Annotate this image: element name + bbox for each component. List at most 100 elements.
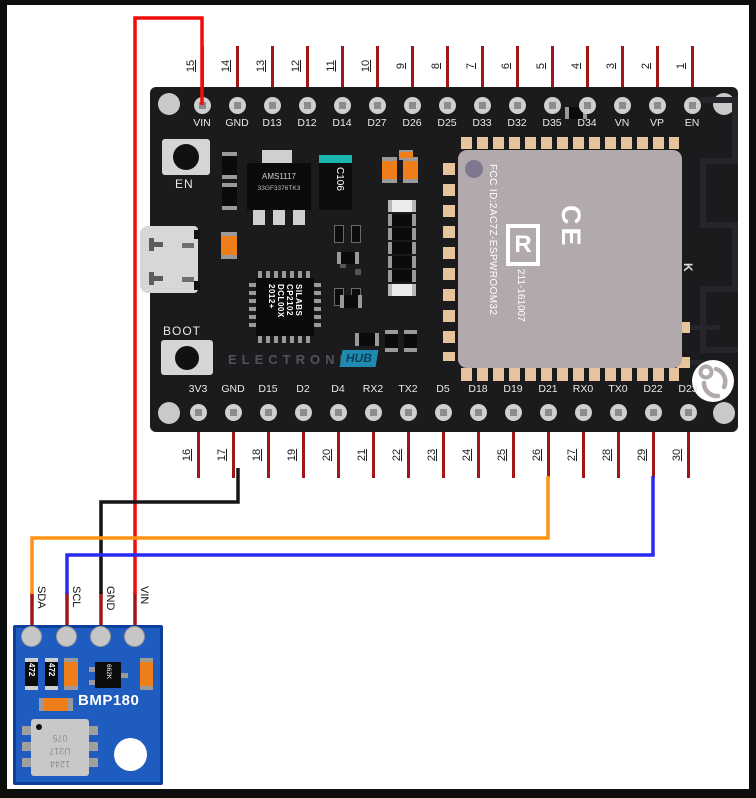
smd-capacitor [382,157,397,183]
pin-hole-center [334,408,342,416]
pin-hole-center [513,101,521,109]
pin-tick-20 [336,432,340,478]
pin-number-6: 6 [500,62,512,70]
bmp-pin-label-SDA: SDA [35,586,47,609]
pin-number-10: 10 [360,59,372,73]
pin-hole-D2 [294,403,312,421]
pin-label-D33: D33 [472,117,492,129]
pin-tick-4 [585,46,589,87]
cert-number-text: 211-161007 [515,269,526,322]
regulator-tab [262,150,292,163]
pin-tick-11 [340,46,344,87]
smd-resistor [385,330,398,352]
pin-hole-center [369,408,377,416]
k-label: K [681,263,695,272]
pin-number-19: 19 [286,448,298,462]
pin-tick-6 [515,46,519,87]
pin-number-29: 29 [636,448,648,462]
pin-hole-center [688,101,696,109]
bmp-pin-label-GND: GND [104,586,116,611]
pin-number-7: 7 [465,62,477,70]
bmp180-sensor-chip: 1244 U317 075 [31,719,89,776]
pin-tick-3 [620,46,624,87]
pin-tick-23 [441,432,445,478]
pin-tick-29 [651,432,655,478]
pin-hole-center [198,101,206,109]
pin-tick-14 [235,46,239,87]
pin-number-22: 22 [391,448,403,462]
pin-tick-18 [266,432,270,478]
pin-tick-7 [480,46,484,87]
pin-number-3: 3 [605,62,617,70]
pin-number-24: 24 [461,448,473,462]
pin-number-27: 27 [566,448,578,462]
pin-label-D14: D14 [332,117,352,129]
pin-number-12: 12 [290,59,302,73]
ams1117-regulator: AMS1117 33GF3376TK3 [247,163,311,210]
pin-hole-D22 [644,403,662,421]
pin-hole-D33 [473,96,491,114]
pin-hole-D18 [469,403,487,421]
pin-label-3V3: 3V3 [188,383,208,395]
pin-number-13: 13 [255,59,267,73]
pin-label-D27: D27 [367,117,387,129]
boot-button-label: BOOT [163,324,202,338]
pin-tick-2 [655,46,659,87]
pin-label-VN: VN [614,117,630,129]
pin-hole-center [373,101,381,109]
pin-hole-D19 [504,403,522,421]
pin-hole-D23 [679,403,697,421]
pin-number-25: 25 [496,448,508,462]
pin-hole-TX2 [399,403,417,421]
bmp-pin-label-VIN: VIN [138,586,150,605]
pin-number-4: 4 [570,62,582,70]
mounting-hole [713,402,735,424]
pin-number-30: 30 [671,448,683,462]
pin-label-D26: D26 [402,117,422,129]
pin-tick-9 [410,46,414,87]
pin-hole-center [509,408,517,416]
pin-number-5: 5 [535,62,547,70]
pin-hole-RX2 [364,403,382,421]
bmp-resistor-472: 472 [45,658,58,690]
pin-number-14: 14 [220,59,232,73]
chip-pin1-dot [36,724,42,730]
pin-hole-D26 [403,96,421,114]
pin-tick-26 [546,432,550,478]
regulator-text: AMS1117 [262,172,296,181]
smd-resistor [404,330,417,352]
pin-label-D22: D22 [643,383,663,395]
bmp-transistor-662k: 662K [95,662,121,688]
pin-hole-center [443,101,451,109]
pin-hole-D12 [298,96,316,114]
pin-number-18: 18 [251,448,263,462]
fcc-id-text: FCC ID:2AC7Z-ESPWROOM32 [487,164,498,316]
pin-tick-25 [511,432,515,478]
pin-hole-center [229,408,237,416]
pin-number-26: 26 [531,448,543,462]
pin-hole-GND [228,96,246,114]
pin-hole-center [653,101,661,109]
pin-hole-center [338,101,346,109]
pin-tick-24 [476,432,480,478]
bmp180-module: 472 472 662K BMP180 1244 U317 075 [13,625,163,785]
pin-label-RX2: RX2 [362,383,384,395]
pin-tick-17 [231,432,235,478]
pin-label-D35: D35 [542,117,562,129]
pin-hole-VP [648,96,666,114]
pin-tick-27 [581,432,585,478]
boot-button [161,340,213,375]
pin-label-GND: GND [225,117,249,129]
smd-capacitor [221,232,237,259]
esp-wroom-32-shield: FCC ID:2AC7Z-ESPWROOM32 R 211-161007 CE … [458,150,756,402]
smd-resistor [388,214,416,226]
bmp-pad-VIN [124,626,145,647]
pin-hole-D25 [438,96,456,114]
pin-label-VP: VP [649,117,664,129]
en-button-label: EN [175,177,194,191]
bmp-capacitor [64,658,78,690]
pin-hole-center [614,408,622,416]
pin-hole-center [548,101,556,109]
pin-tick-28 [616,432,620,478]
pin-hole-center [404,408,412,416]
